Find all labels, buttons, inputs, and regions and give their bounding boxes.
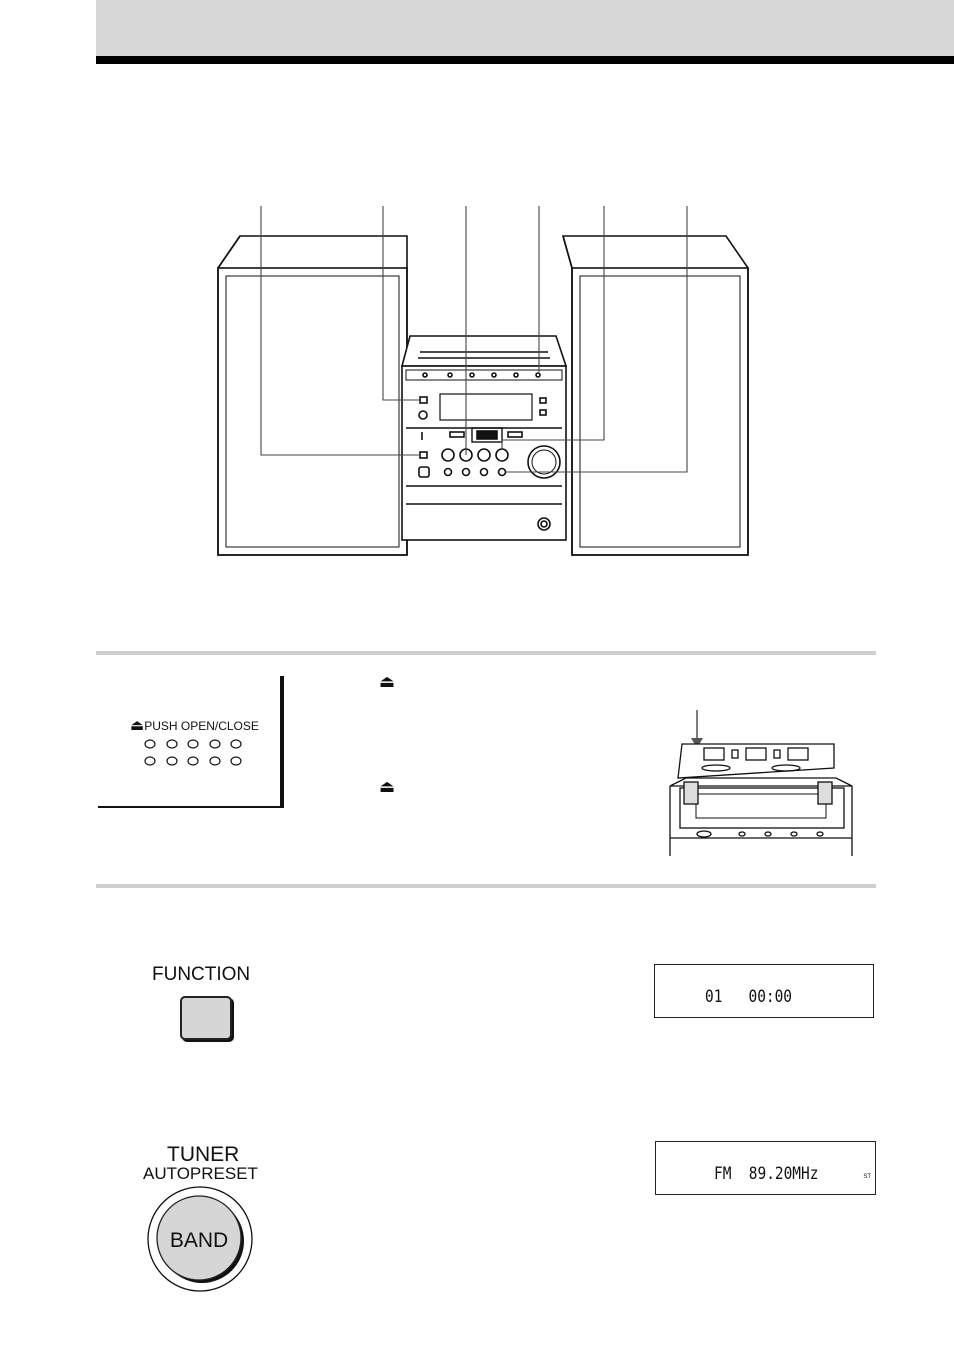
function-button[interactable] [180, 996, 232, 1040]
stereo-system-illustration [217, 206, 749, 556]
eject-icon: ⏏ [379, 777, 396, 796]
header-rule [96, 56, 954, 64]
eject-icon: ⏏ [379, 672, 396, 691]
function-label: FUNCTION [152, 964, 251, 985]
eject-icon: ⏏ [130, 717, 145, 734]
cd-display-window: 01 00:00 [654, 964, 874, 1018]
cd-lid-open-illustration [669, 710, 853, 856]
cd-button-grid [144, 739, 242, 766]
tuner-label: TUNER [167, 1143, 240, 1166]
autopreset-label: AUTOPRESET [143, 1164, 258, 1183]
stereo-indicator: ST [863, 1174, 871, 1180]
fm-display-text: FM 89.20MHz [714, 1164, 819, 1184]
section-separator [96, 651, 876, 655]
band-button[interactable]: BAND [145, 1185, 257, 1295]
section-separator [96, 884, 876, 888]
header-band [96, 0, 954, 56]
band-label: BAND [170, 1229, 228, 1252]
push-open-close-panel [98, 676, 284, 808]
cd-display-text: 01 00:00 [705, 987, 793, 1007]
push-open-close-label: ⏏PUSH OPEN/CLOSE [130, 717, 259, 734]
fm-display-window: FM 89.20MHz ST [655, 1141, 876, 1195]
